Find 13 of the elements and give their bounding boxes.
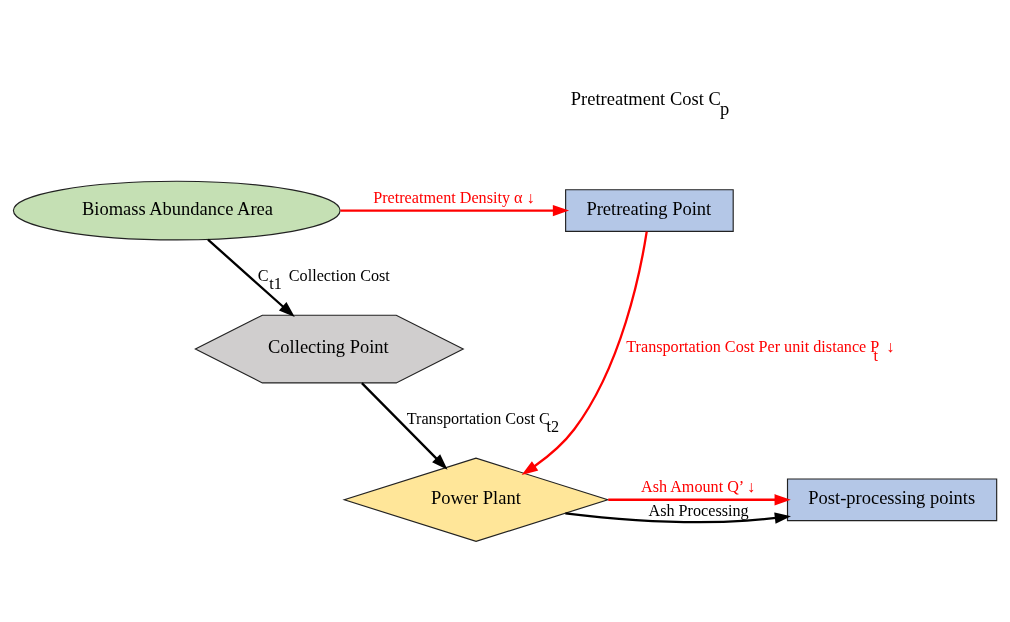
arrow: [521, 231, 648, 475]
node-ellipse: Biomass Abundance Area: [12, 180, 341, 241]
arrow: [207, 238, 295, 318]
arrow: [565, 512, 791, 524]
edge-label: Ash Processing: [648, 502, 749, 520]
arrow: [340, 204, 570, 217]
edge-label: Pretreatment Density α ↓: [373, 188, 535, 206]
edge-label: Ash Amount Q’ ↓: [641, 477, 756, 495]
arrow: [361, 382, 448, 470]
node-diamond: Power Plant: [342, 457, 610, 542]
node-box: Post-processing points: [786, 478, 998, 522]
node-box: Pretreating Point: [565, 189, 734, 232]
arrow: [608, 494, 791, 506]
